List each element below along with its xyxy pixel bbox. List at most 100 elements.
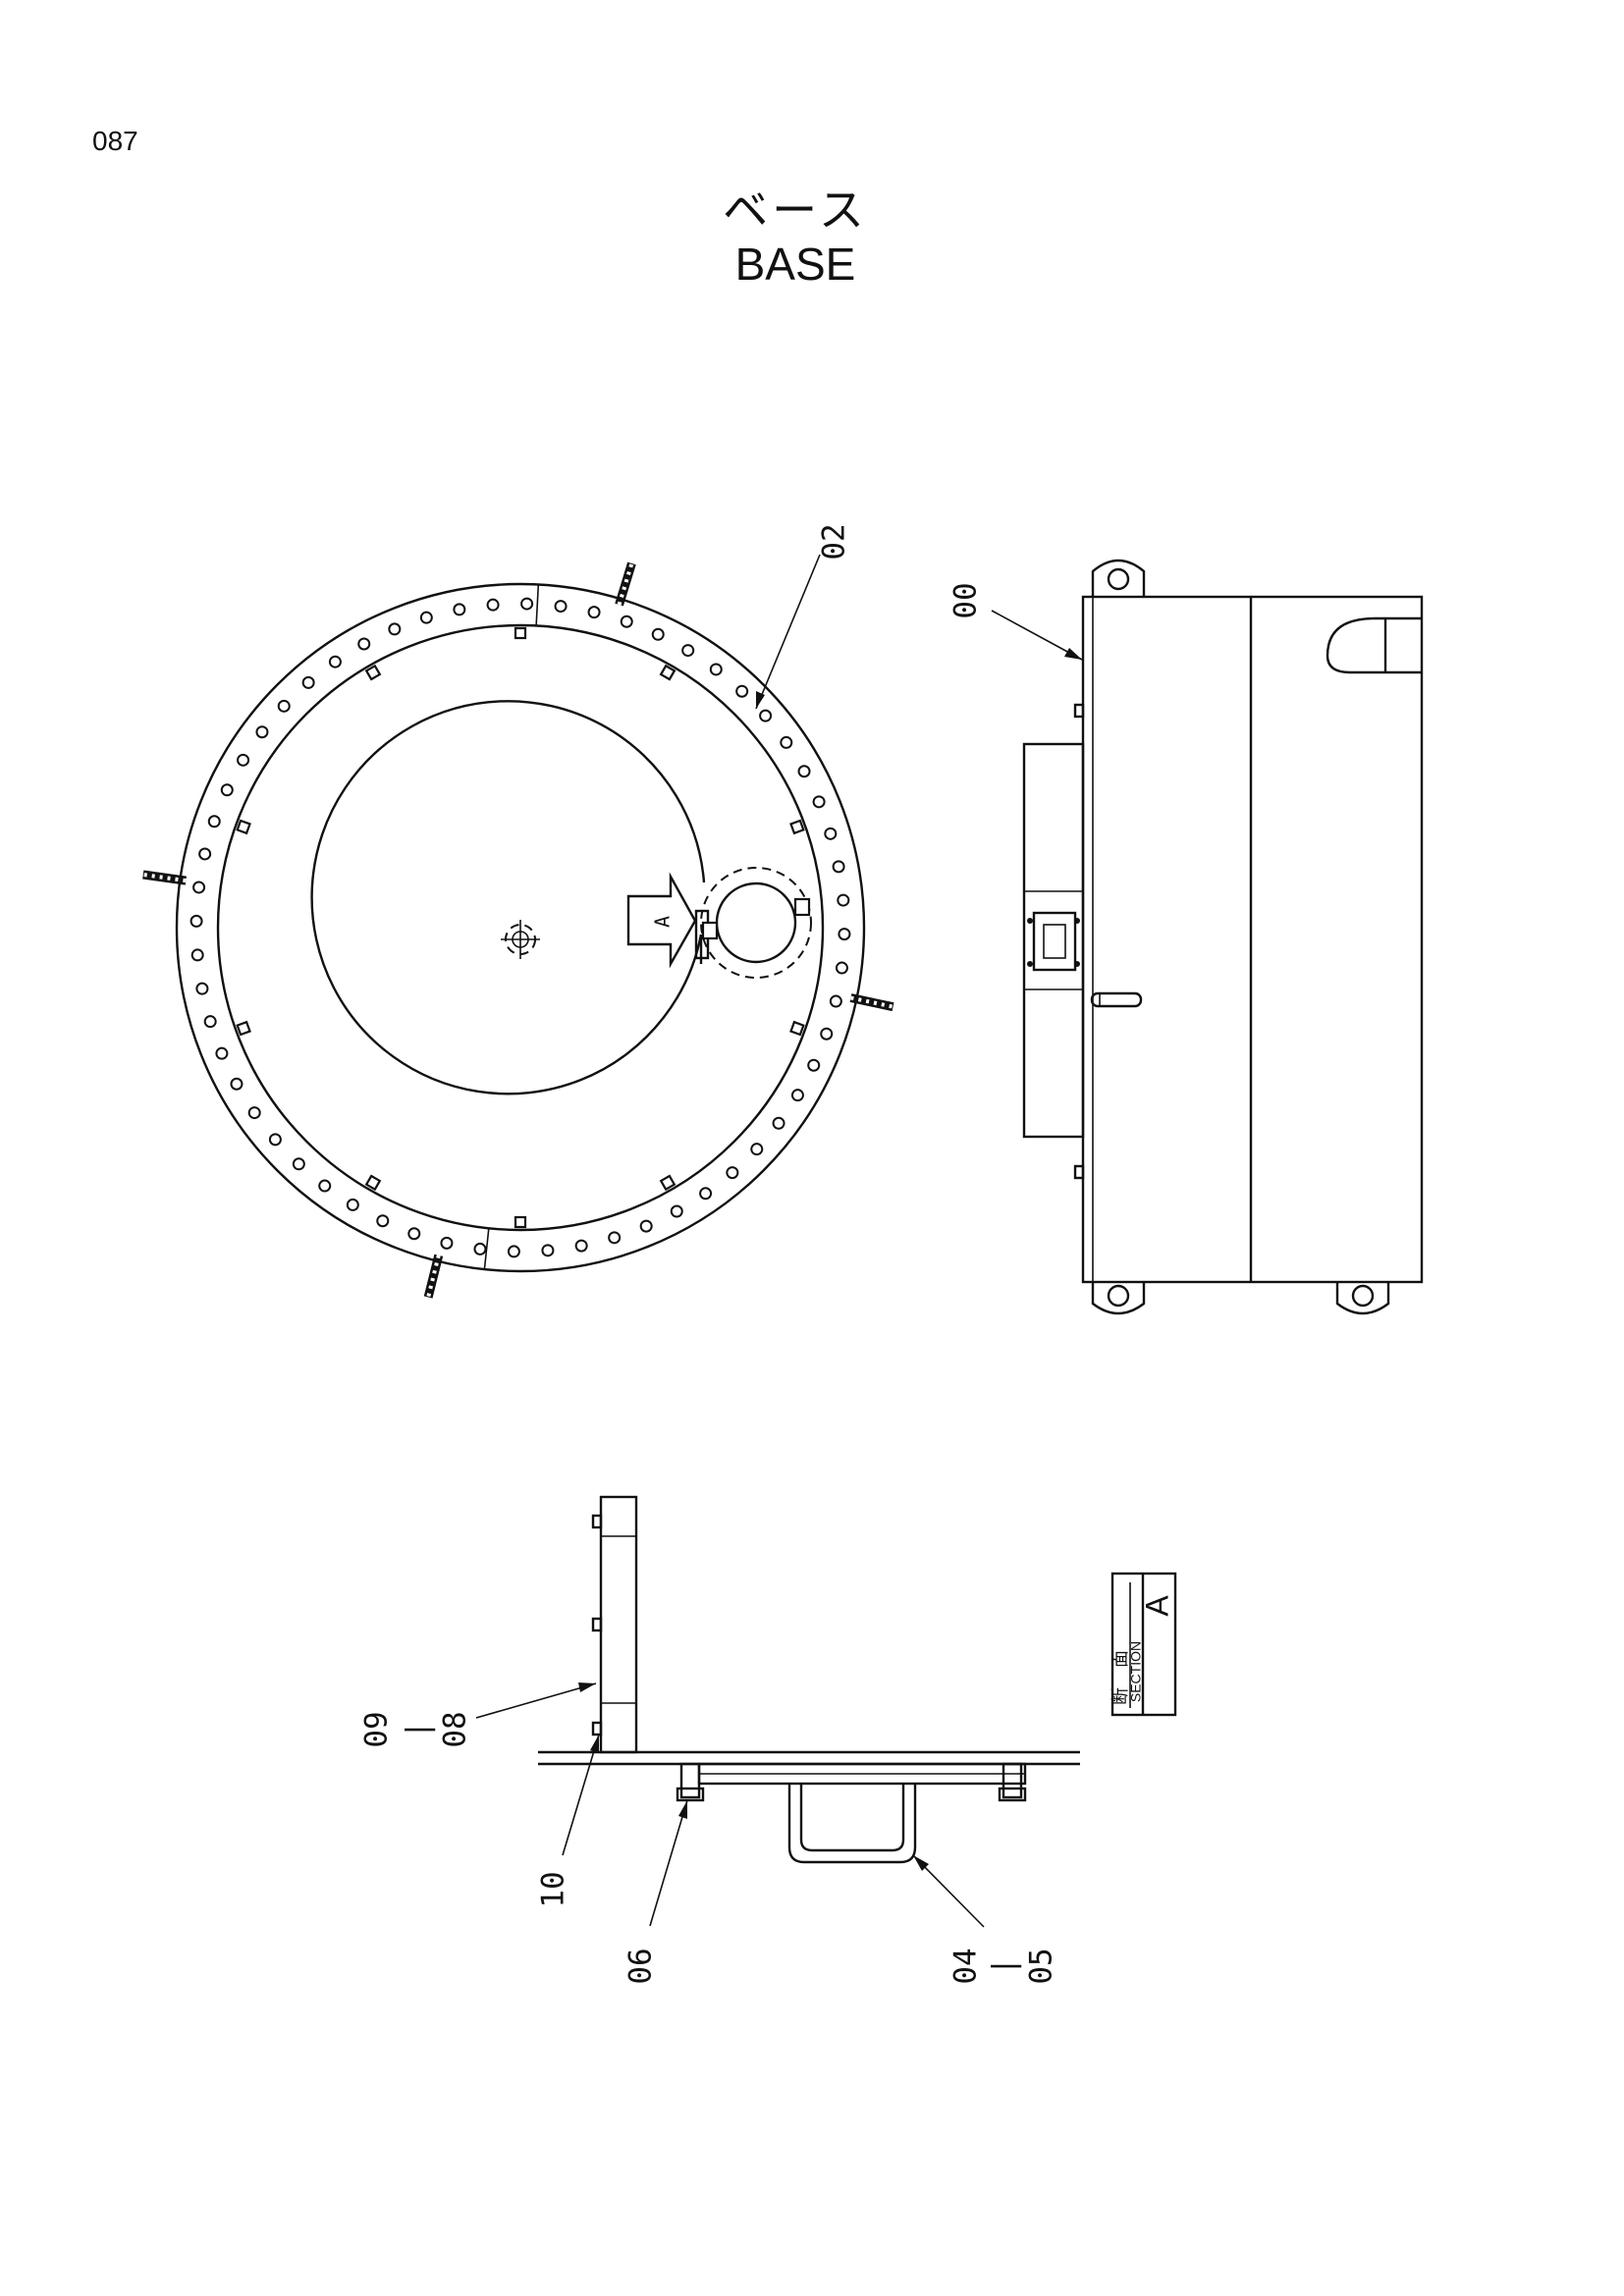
side-plate-bolt-4: [1074, 961, 1080, 967]
leader-02: [755, 554, 821, 710]
bolt-hole: [750, 1143, 764, 1156]
side-plate-bolt-3: [1074, 918, 1080, 924]
ring-lug: [514, 626, 527, 640]
ring-seam: [483, 1228, 490, 1270]
side-frame-outline: [1081, 595, 1424, 1284]
ring-pin: [615, 561, 636, 607]
port-tab-right: [793, 897, 811, 917]
leader-09-08: [475, 1682, 597, 1719]
bolt-hole: [207, 815, 221, 828]
cover-nut-right: [998, 1787, 1027, 1802]
ring-lug: [514, 1215, 527, 1229]
bolt-hole: [301, 675, 315, 689]
bolt-hole: [195, 982, 209, 995]
section-label-jp-2: 面: [1110, 1650, 1131, 1668]
bolt-hole: [198, 847, 212, 861]
bolt-hole: [520, 597, 534, 611]
lifting-eye-top-hole: [1107, 567, 1130, 591]
bolt-hole: [699, 1187, 713, 1201]
page-number: 087: [92, 126, 138, 156]
bolt-hole: [318, 1179, 332, 1193]
bolt-hole: [192, 881, 206, 894]
bolt-hole: [812, 795, 826, 809]
callout-02: 02: [817, 523, 852, 560]
port-opening: [715, 881, 797, 964]
section-label-box: 断 面 SECTION A: [1110, 1572, 1177, 1717]
side-clip-2: [1073, 1164, 1085, 1180]
ring-lug: [789, 819, 805, 835]
cover-nut-left: [676, 1787, 705, 1802]
bolt-hole: [255, 725, 269, 739]
bolt-hole: [247, 1106, 261, 1120]
leader-10: [562, 1734, 600, 1856]
bolt-hole: [440, 1236, 454, 1250]
ring-lug: [236, 819, 251, 835]
title-english: BASE: [734, 238, 856, 290]
bolt-hole: [797, 765, 811, 778]
bolt-hole: [735, 684, 749, 698]
bolt-hole: [837, 893, 850, 907]
bolt-hole: [681, 644, 695, 658]
bolt-hole: [507, 1245, 520, 1258]
ring-seam: [535, 584, 540, 626]
cover-bolt-left: [679, 1762, 701, 1799]
rib-bolt-3: [591, 1721, 603, 1736]
lifting-eye-bottom-left: [1091, 1282, 1146, 1315]
section-a-view: 09 | 08 10 06 04 | 05: [359, 1495, 1080, 1985]
rib-bolt-1: [591, 1514, 603, 1529]
bolt-hole: [807, 1058, 821, 1072]
bolt-hole: [203, 1015, 217, 1029]
bolt-hole: [419, 611, 433, 624]
bolt-hole: [832, 860, 845, 874]
bolt-hole: [608, 1231, 622, 1245]
section-label-jp-1: 断: [1110, 1687, 1131, 1705]
title-japanese: ベース: [723, 184, 868, 237]
ring-pin: [849, 993, 894, 1012]
cover-bolt-right: [1001, 1762, 1023, 1799]
side-handle: [1090, 991, 1143, 1008]
callout-00: 00: [948, 582, 984, 618]
callout-06: 06: [623, 1948, 659, 1984]
bolt-hole: [328, 655, 342, 668]
ring-pin: [142, 870, 187, 885]
bolt-hole: [709, 663, 723, 676]
rib-bolt-2: [591, 1617, 603, 1632]
bolt-hole: [829, 994, 842, 1008]
section-label-en: SECTION: [1128, 1641, 1144, 1702]
bolt-hole: [790, 1089, 804, 1102]
bolt-hole-group: [189, 597, 851, 1258]
ring-lug: [659, 664, 677, 681]
side-view: 00: [948, 559, 1424, 1315]
bolt-hole: [237, 753, 250, 767]
callout-10: 10: [536, 1871, 571, 1907]
leader-06-arrowhead: [678, 1800, 687, 1819]
callout-05: 05: [1024, 1948, 1059, 1984]
callout-04-05-dash: |: [987, 1957, 1022, 1976]
view-arrow-a: [626, 872, 697, 969]
inner-ring-edge: [216, 623, 825, 1232]
bolt-hole: [726, 1166, 739, 1180]
leader-09-08-arrowhead: [578, 1682, 596, 1692]
side-plate-box: [1032, 911, 1077, 972]
bolt-hole: [268, 1133, 282, 1147]
bolt-hole: [838, 928, 851, 941]
leader-00-arrowhead: [1064, 648, 1082, 660]
ring-lug: [364, 1174, 382, 1192]
ring-pin: [423, 1254, 444, 1299]
leader-02-arrowhead: [756, 691, 765, 709]
bolt-hole: [759, 709, 773, 722]
pin-group: [142, 561, 894, 1299]
bolt-hole: [639, 1219, 653, 1233]
bolt-hole: [346, 1198, 359, 1211]
u-handle-inner: [799, 1784, 905, 1852]
bolt-hole: [772, 1116, 785, 1130]
center-plate-outline: [310, 700, 706, 1095]
bolt-hole: [574, 1239, 588, 1253]
port-opening-dashed: [700, 867, 812, 979]
ring-lug: [789, 1020, 805, 1037]
leader-06: [649, 1799, 688, 1927]
port-tab-left: [701, 921, 719, 940]
bolt-hole: [230, 1077, 244, 1091]
lifting-eye-top: [1091, 559, 1146, 597]
